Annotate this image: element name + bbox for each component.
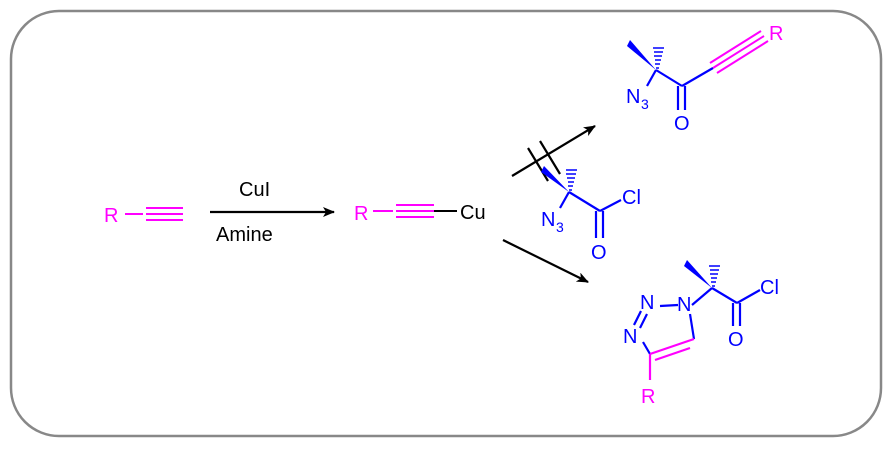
triazole-chloride-label: Cl xyxy=(760,277,779,299)
ynone-azide-n-label: N xyxy=(626,86,640,108)
terminal-alkyne: R xyxy=(104,205,183,227)
azido-acyl-chloride: N 3 O Cl xyxy=(541,166,641,264)
reagent-base: Amine xyxy=(216,224,273,246)
scheme-frame xyxy=(9,9,883,438)
triazole-n1-label: N xyxy=(677,294,691,316)
ynone-azide-subscript: 3 xyxy=(641,96,649,112)
triazole-n2-label: N xyxy=(640,292,654,314)
copper-acetylide: R Cu xyxy=(354,202,486,225)
chloride-label: Cl xyxy=(622,187,641,209)
ynone-r-label: R xyxy=(769,23,783,45)
triazole-o-label: O xyxy=(728,329,744,351)
azide-n-label: N xyxy=(541,209,555,231)
copper-label: Cu xyxy=(460,202,486,224)
triazole-n3-label: N xyxy=(623,326,637,348)
carbonyl-o-label: O xyxy=(591,242,607,264)
azide-subscript: 3 xyxy=(556,219,564,235)
triazole-product: N N N O Cl R xyxy=(623,260,779,408)
reaction-arrow-cui: CuI Amine xyxy=(210,179,335,246)
alkyne-r-label: R xyxy=(104,205,118,227)
reagent-catalyst: CuI xyxy=(239,179,270,201)
ynone-product: N 3 O R xyxy=(626,23,783,135)
blocked-arrow xyxy=(511,125,596,182)
acetylide-r-label: R xyxy=(354,203,368,225)
triazole-r-label: R xyxy=(641,386,655,408)
ynone-o-label: O xyxy=(674,113,690,135)
product-arrow xyxy=(502,239,589,283)
